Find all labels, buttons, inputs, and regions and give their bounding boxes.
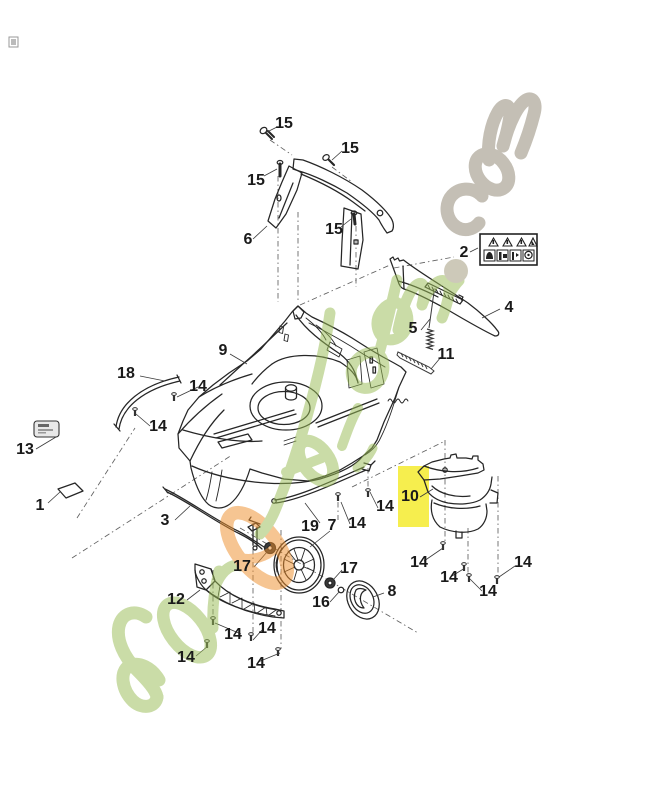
svg-text:3: 3 [161, 512, 170, 529]
svg-text:14: 14 [479, 583, 497, 600]
svg-text:14: 14 [348, 515, 366, 532]
svg-text:14: 14 [440, 569, 458, 586]
svg-text:14: 14 [410, 554, 428, 571]
svg-text:5: 5 [409, 320, 418, 337]
svg-text:14: 14 [258, 620, 276, 637]
svg-text:4: 4 [505, 299, 514, 316]
svg-text:15: 15 [341, 140, 359, 157]
svg-text:6: 6 [244, 231, 253, 248]
svg-text:13: 13 [16, 441, 34, 458]
svg-text:14: 14 [177, 649, 195, 666]
svg-text:17: 17 [340, 560, 358, 577]
svg-text:15: 15 [275, 115, 293, 132]
svg-text:10: 10 [401, 488, 419, 505]
svg-text:14: 14 [376, 498, 394, 515]
svg-text:14: 14 [224, 626, 242, 643]
svg-text:14: 14 [149, 418, 167, 435]
svg-text:14: 14 [189, 378, 207, 395]
svg-text:16: 16 [312, 594, 330, 611]
svg-text:15: 15 [325, 221, 343, 238]
svg-text:1: 1 [36, 497, 45, 514]
svg-text:17: 17 [233, 558, 251, 575]
svg-text:18: 18 [117, 365, 135, 382]
svg-text:14: 14 [514, 554, 532, 571]
svg-text:7: 7 [328, 517, 337, 534]
svg-text:8: 8 [388, 583, 397, 600]
svg-text:12: 12 [167, 591, 185, 608]
svg-text:19: 19 [301, 518, 319, 535]
svg-text:15: 15 [247, 172, 265, 189]
svg-text:14: 14 [247, 655, 265, 672]
svg-text:11: 11 [438, 346, 455, 363]
svg-text:9: 9 [219, 342, 228, 359]
svg-text:2: 2 [460, 244, 469, 261]
